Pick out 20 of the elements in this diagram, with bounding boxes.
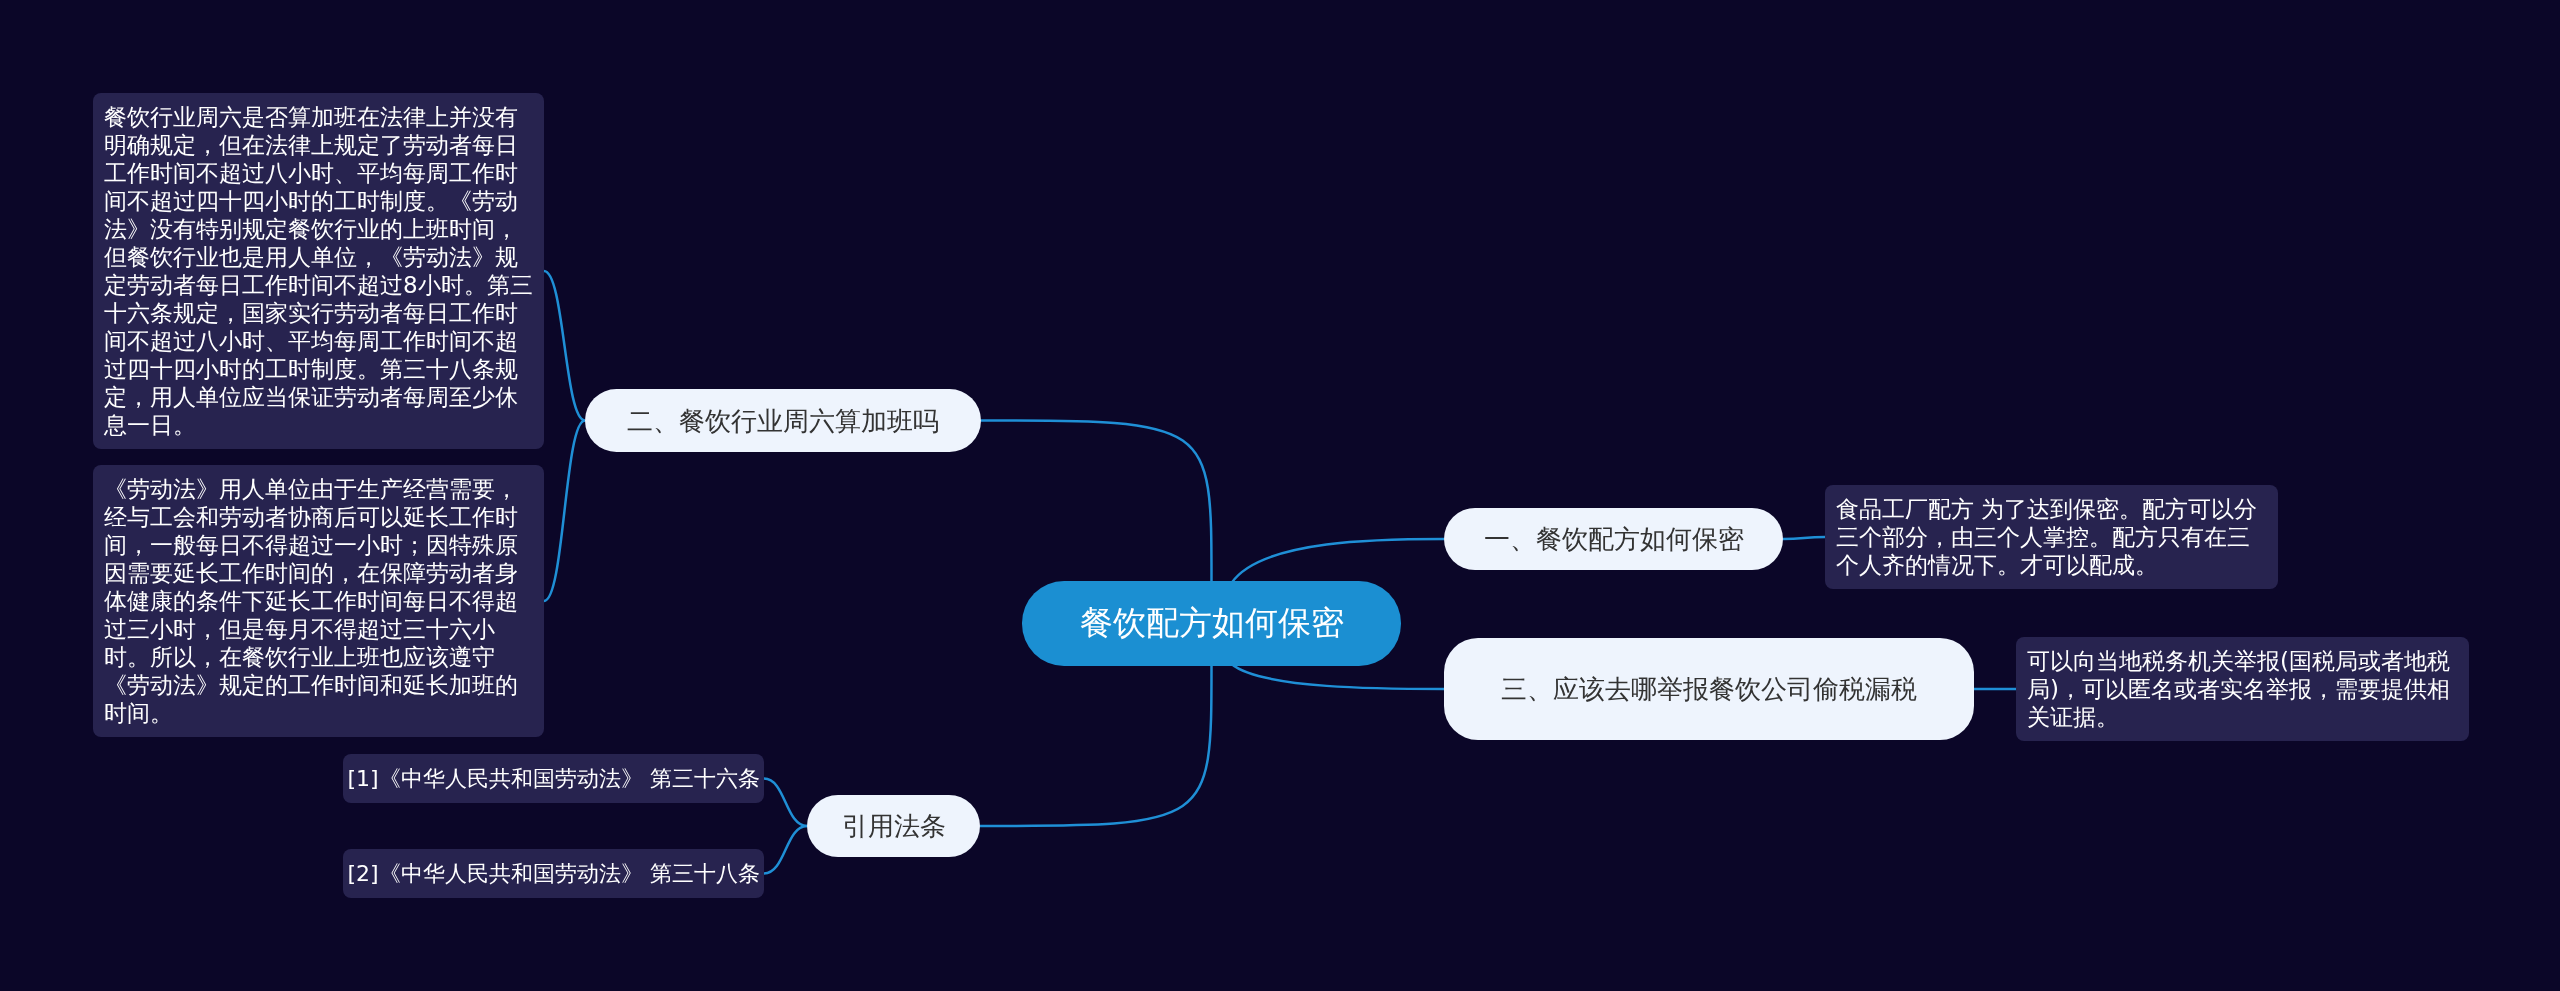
text-card: 食品工厂配方 为了达到保密。配方可以分三个部分，由三个人掌控。配方只有在三个人齐的情况下。才可以配成。 [1825,485,2278,589]
citation-card: [1]《中华人民共和国劳动法》 第三十六条 [343,754,764,803]
connector-line [980,666,1213,828]
text-card: 可以向当地税务机关举报(国税局或者地税局)，可以匿名或者实名举报，需要提供相关证据。 [2016,637,2469,741]
topic-pill: 三、应该去哪举报餐饮公司偷税漏税 [1444,638,1974,740]
topic-pill: 二、餐饮行业周六算加班吗 [585,389,981,452]
connector-line [543,269,586,422]
citation-card: [2]《中华人民共和国劳动法》 第三十八条 [343,849,764,898]
text-card: 餐饮行业周六是否算加班在法律上并没有明确规定，但在法律上规定了劳动者每日工作时间不超过八小时、平均每周工作时间不超过四十四小时的工时制度。《劳动法》没有特别规定餐饮行业的上班时间，但餐饮行业也是用人单位，《劳动法》规定劳动者每日工作时间不超过8小时。第三十六条规定，国家实行劳动者每日工作时间不超过八小时、平均每周工作时间不超过四十四小时的工时制度。第三十八条规定，用人单位应当保证劳动者每周至少休息一日。 [93,93,544,449]
connector-line [1783,535,1825,541]
connector-line [981,419,1213,581]
connector-line [543,419,586,602]
connector-line [1230,537,1444,584]
connector-line [763,777,808,828]
central-topic: 餐饮配方如何保密 [1022,581,1401,666]
connector-line [763,824,808,875]
topic-pill: 引用法条 [807,795,980,857]
text-card: 《劳动法》用人单位由于生产经营需要，经与工会和劳动者协商后可以延长工作时间，一般每日不得超过一小时；因特殊原因需要延长工作时间的，在保障劳动者身体健康的条件下延长工作时间每日不得超过三小时，但是每月不得超过三十六小时。所以，在餐饮行业上班也应该遵守《劳动法》规定的工作时间和延长加班的时间。 [93,465,544,737]
topic-pill: 一、餐饮配方如何保密 [1444,508,1783,570]
connector-line [1974,687,2016,691]
